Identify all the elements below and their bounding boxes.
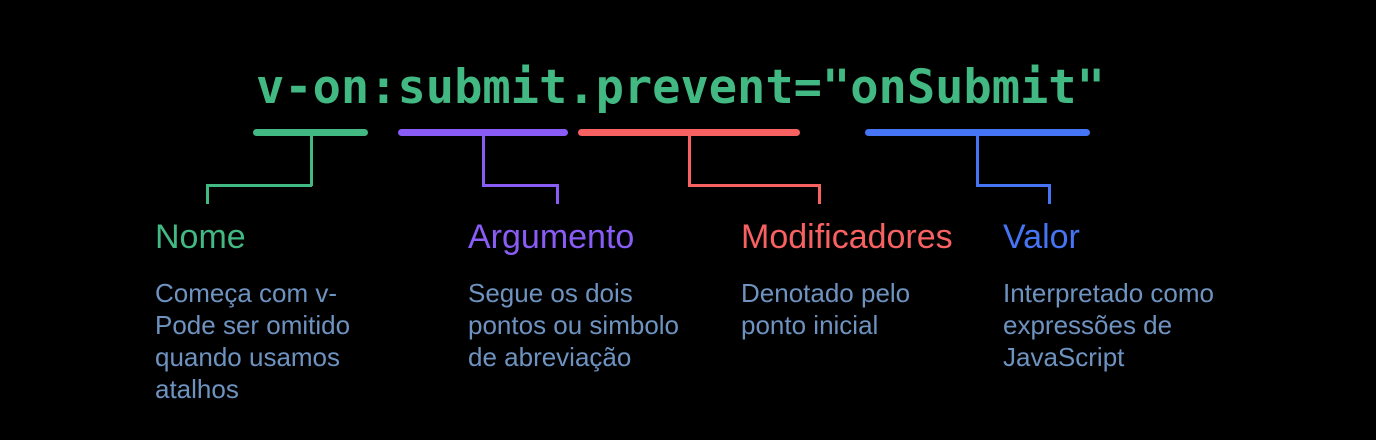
argument-connector-horizontal — [482, 184, 559, 187]
value-connector-horizontal — [976, 184, 1051, 187]
annotation-modifiers: Modificadores Denotado pelo ponto inicia… — [741, 218, 1071, 418]
argument-underline — [398, 129, 568, 136]
name-connector-vertical — [310, 136, 313, 186]
annotation-label: Argumento — [468, 218, 635, 256]
annotation-value: Valor Interpretado como expressões de Ja… — [1003, 218, 1333, 418]
value-underline — [865, 129, 1090, 136]
annotation-label: Nome — [155, 218, 246, 256]
annotation-label: Modificadores — [741, 218, 953, 256]
value-connector-vertical — [976, 136, 979, 186]
code-colon-separator: : — [369, 60, 398, 115]
value-connector-stub — [1048, 184, 1051, 204]
code-expression: v-on:submit.prevent="onSubmit" — [256, 64, 1105, 111]
annotation-label: Valor — [1003, 218, 1080, 256]
annotation-argument: Argumento Segue os dois pontos ou simbol… — [468, 218, 798, 418]
name-connector-horizontal — [206, 184, 312, 187]
name-connector-stub — [206, 184, 209, 204]
code-value-segment: "onSubmit" — [821, 60, 1105, 115]
annotation-name: Nome Começa com v- Pode ser omitido quan… — [155, 218, 485, 418]
code-argument-segment: submit — [397, 60, 568, 115]
code-name-segment: v-on — [256, 60, 370, 115]
modifiers-connector-vertical — [688, 136, 691, 186]
argument-connector-vertical — [482, 136, 485, 186]
annotation-description: Interpretado como expressões de JavaScri… — [1003, 278, 1215, 372]
modifiers-connector-stub — [818, 184, 821, 204]
modifiers-underline — [578, 129, 800, 136]
name-underline — [253, 129, 368, 136]
modifiers-connector-horizontal — [688, 184, 821, 187]
annotation-description: Segue os dois pontos ou simbolo de abrev… — [468, 278, 680, 372]
annotation-description: Começa com v- Pode ser omitido quando us… — [155, 278, 351, 404]
annotation-description: Denotado pelo ponto inicial — [741, 278, 911, 340]
argument-connector-stub — [556, 184, 559, 204]
code-dot-separator: . — [567, 60, 596, 115]
code-equals-separator: = — [793, 60, 822, 115]
code-modifier-segment: prevent — [595, 60, 794, 115]
